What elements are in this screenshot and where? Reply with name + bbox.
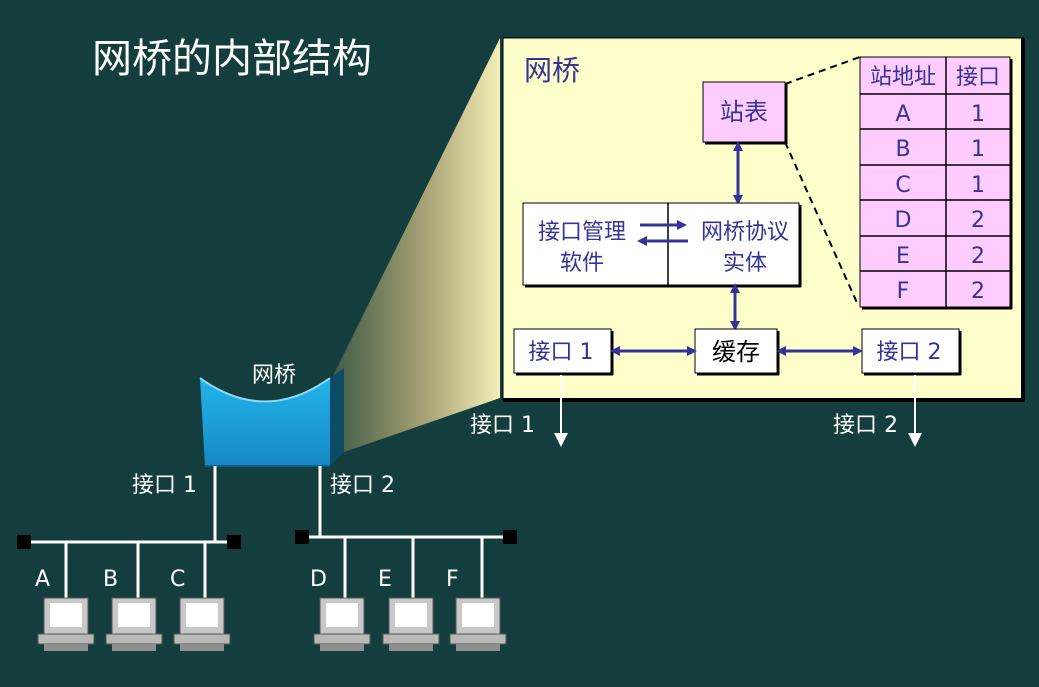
station-table-label: 站表 (720, 98, 768, 126)
table-row: F 2 (897, 279, 985, 304)
table-cell: D (895, 208, 912, 233)
station-address-table: 站地址 接口 A 1 B 1 C 1 D 2 E 2 F (859, 56, 1013, 310)
software-block: 接口管理 软件 网桥协议 实体 (522, 202, 802, 288)
table-cell: A (895, 102, 910, 127)
lan-segment-right (295, 530, 517, 598)
port1-label: 接口 1 (529, 340, 594, 365)
host-label-b: B (103, 567, 118, 592)
buffer-box: 缓存 (694, 328, 780, 376)
dashed-connector-top (784, 56, 861, 85)
network-port1-label: 接口 1 (132, 473, 197, 498)
table-cell: 2 (971, 244, 985, 269)
table-header-port: 接口 (956, 65, 1000, 90)
dashed-connector-bottom (784, 141, 859, 306)
bridge-device-icon (199, 368, 344, 467)
host-label-d: D (310, 567, 327, 592)
table-cell: 2 (971, 208, 985, 233)
table-row: D 2 (895, 208, 985, 233)
port2-out-label: 接口 2 (833, 413, 898, 438)
table-cell: 1 (971, 102, 985, 127)
buffer-label: 缓存 (712, 338, 760, 366)
network-port2-label: 接口 2 (330, 473, 395, 498)
host-label-c: C (170, 567, 185, 592)
host-label-e: E (378, 567, 392, 592)
bridge-label: 网桥 (252, 363, 296, 388)
lan-segment-left (17, 535, 241, 600)
port2-box: 接口 2 (861, 328, 962, 376)
table-cell: 2 (971, 279, 985, 304)
table-cell: 1 (971, 137, 985, 162)
host-label-f: F (446, 567, 459, 592)
port-mgmt-line2: 软件 (560, 251, 604, 276)
inner-title: 网桥 (524, 54, 580, 87)
zoom-beam (332, 38, 500, 452)
port-mgmt-line1: 接口管理 (538, 220, 626, 245)
protocol-entity-line1: 网桥协议 (701, 220, 789, 245)
bridge-inner-panel: 网桥 站表 站地址 接口 A 1 (502, 37, 1025, 402)
protocol-entity-line2: 实体 (723, 251, 767, 276)
computer-icon (449, 597, 507, 651)
table-row: C 1 (895, 173, 985, 198)
host-label-a: A (35, 567, 50, 592)
table-cell: B (895, 137, 910, 162)
station-table-box: 站表 (702, 81, 788, 145)
table-header-address: 站地址 (870, 65, 936, 90)
table-row: E 2 (896, 244, 985, 269)
computer-icon (382, 597, 440, 651)
table-cell: 1 (971, 173, 985, 198)
port1-out-label: 接口 1 (470, 413, 535, 438)
computer-icon (37, 597, 95, 651)
table-cell: E (896, 244, 910, 269)
table-cell: F (897, 279, 910, 304)
port2-label: 接口 2 (877, 340, 942, 365)
port1-box: 接口 1 (513, 328, 614, 376)
table-row: A 1 (895, 102, 985, 127)
computer-icon (105, 597, 163, 651)
table-cell: C (895, 173, 910, 198)
computer-icon (313, 597, 371, 651)
computer-icon (173, 597, 231, 651)
table-row: B 1 (895, 137, 985, 162)
page-title: 网桥的内部结构 (92, 36, 372, 82)
